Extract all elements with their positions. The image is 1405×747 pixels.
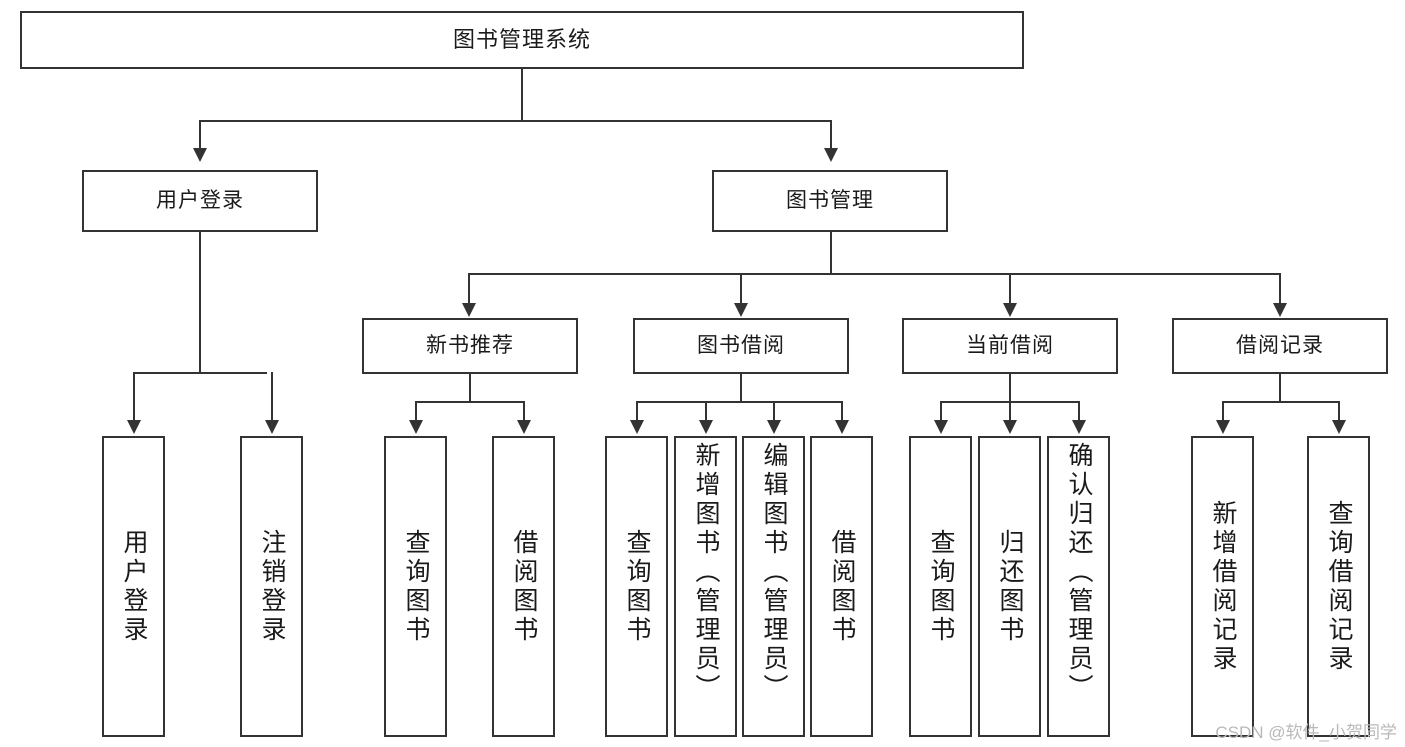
- edge-cb-to-leaf-2: [1009, 401, 1011, 422]
- node-label: 编辑图书（管理员）: [760, 442, 788, 703]
- edge-borrow-record-stem: [1279, 374, 1281, 402]
- node-book-borrow[interactable]: 图书借阅: [633, 318, 849, 374]
- arrow-bm-to-new-book: [462, 303, 476, 317]
- arrow-cb-to-leaf-1: [934, 420, 948, 434]
- node-label: 注销登录: [258, 528, 286, 645]
- arrow-bb-to-leaf-4: [835, 420, 849, 434]
- edge-bm-to-borrow-record: [1279, 273, 1281, 305]
- leaf-new-book-borrow-book[interactable]: 借阅图书: [492, 436, 555, 737]
- edge-user-login-bus: [133, 372, 267, 374]
- node-label: 借阅图书: [510, 528, 538, 645]
- edge-user-login-stem: [199, 232, 201, 373]
- edge-bm-to-current-borrow: [1009, 273, 1011, 305]
- arrow-cb-to-leaf-3: [1072, 420, 1086, 434]
- edge-book-management-bus: [468, 273, 1280, 275]
- edge-bb-to-leaf-4: [841, 401, 843, 422]
- leaf-current-borrow-confirm-return-admin[interactable]: 确认归还（管理员）: [1047, 436, 1110, 737]
- node-user-login[interactable]: 用户登录: [82, 170, 318, 232]
- edge-current-borrow-stem: [1009, 374, 1011, 402]
- edge-root-to-user-login: [199, 120, 201, 150]
- edge-root-to-book-management: [830, 120, 832, 150]
- edge-book-borrow-stem: [740, 374, 742, 402]
- arrow-cb-to-leaf-2: [1003, 420, 1017, 434]
- leaf-borrow-record-add-record[interactable]: 新增借阅记录: [1191, 436, 1254, 737]
- edge-new-book-stem: [469, 374, 471, 402]
- node-label: 新书推荐: [426, 334, 514, 358]
- node-label: 查询图书: [927, 528, 955, 645]
- arrow-root-to-book-management: [824, 148, 838, 162]
- edge-bm-to-new-book: [468, 273, 470, 305]
- node-label: 新增图书（管理员）: [692, 442, 720, 703]
- leaf-user-login-login[interactable]: 用户登录: [102, 436, 165, 737]
- edge-new-book-bus: [415, 401, 525, 403]
- node-label: 借阅记录: [1236, 334, 1324, 358]
- node-label: 查询图书: [623, 528, 651, 645]
- arrow-nb-to-leaf-1: [409, 420, 423, 434]
- edge-br-to-leaf-2: [1338, 401, 1340, 422]
- arrow-user-login-to-leaf-2: [265, 420, 279, 434]
- node-label: 查询借阅记录: [1325, 499, 1353, 674]
- leaf-current-borrow-query-book[interactable]: 查询图书: [909, 436, 972, 737]
- leaf-book-borrow-query-book[interactable]: 查询图书: [605, 436, 668, 737]
- node-label: 图书管理系统: [452, 26, 591, 52]
- arrow-br-to-leaf-2: [1332, 420, 1346, 434]
- arrow-bb-to-leaf-1: [630, 420, 644, 434]
- arrow-bb-to-leaf-3: [767, 420, 781, 434]
- node-label: 用户登录: [120, 528, 148, 645]
- node-label: 新增借阅记录: [1209, 499, 1237, 674]
- arrow-bm-to-book-borrow: [734, 303, 748, 317]
- edge-book-management-stem: [830, 232, 832, 274]
- edge-bb-to-leaf-3: [773, 401, 775, 422]
- arrow-bm-to-current-borrow: [1003, 303, 1017, 317]
- node-label: 归还图书: [996, 528, 1024, 645]
- arrow-br-to-leaf-1: [1216, 420, 1230, 434]
- edge-book-borrow-bus: [636, 401, 842, 403]
- leaf-user-login-logout[interactable]: 注销登录: [240, 436, 303, 737]
- edge-nb-to-leaf-2: [523, 401, 525, 422]
- edge-bb-to-leaf-2: [705, 401, 707, 422]
- leaf-book-borrow-add-book-admin[interactable]: 新增图书（管理员）: [674, 436, 737, 737]
- leaf-new-book-query-book[interactable]: 查询图书: [384, 436, 447, 737]
- edge-br-to-leaf-1: [1222, 401, 1224, 422]
- arrow-bm-to-borrow-record: [1273, 303, 1287, 317]
- edge-root-stem: [521, 69, 523, 121]
- arrow-user-login-to-leaf-1: [127, 420, 141, 434]
- node-label: 借阅图书: [828, 528, 856, 645]
- edge-cb-to-leaf-3: [1078, 401, 1080, 422]
- node-label: 查询图书: [402, 528, 430, 645]
- node-book-management[interactable]: 图书管理: [712, 170, 948, 232]
- leaf-book-borrow-edit-book-admin[interactable]: 编辑图书（管理员）: [742, 436, 805, 737]
- node-borrow-record[interactable]: 借阅记录: [1172, 318, 1388, 374]
- arrow-root-to-user-login: [193, 148, 207, 162]
- edge-user-login-to-leaf-2: [271, 372, 273, 422]
- node-label: 当前借阅: [966, 334, 1054, 358]
- node-label: 图书管理: [786, 189, 874, 213]
- node-new-book-recommend[interactable]: 新书推荐: [362, 318, 578, 374]
- edge-borrow-record-bus: [1222, 401, 1338, 403]
- node-label: 图书借阅: [697, 334, 785, 358]
- edge-cb-to-leaf-1: [940, 401, 942, 422]
- node-label: 确认归还（管理员）: [1065, 442, 1093, 703]
- node-root-book-management-system[interactable]: 图书管理系统: [20, 11, 1024, 69]
- edge-user-login-to-leaf-1: [133, 372, 135, 422]
- edge-root-bus: [199, 120, 831, 122]
- edge-bm-to-book-borrow: [740, 273, 742, 305]
- arrow-bb-to-leaf-2: [699, 420, 713, 434]
- leaf-book-borrow-borrow-book[interactable]: 借阅图书: [810, 436, 873, 737]
- edge-nb-to-leaf-1: [415, 401, 417, 422]
- node-current-borrow[interactable]: 当前借阅: [902, 318, 1118, 374]
- leaf-borrow-record-query-record[interactable]: 查询借阅记录: [1307, 436, 1370, 737]
- leaf-current-borrow-return-book[interactable]: 归还图书: [978, 436, 1041, 737]
- watermark: CSDN @软件_小贺同学: [1215, 723, 1397, 742]
- edge-bb-to-leaf-1: [636, 401, 638, 422]
- arrow-nb-to-leaf-2: [517, 420, 531, 434]
- node-label: 用户登录: [156, 189, 244, 213]
